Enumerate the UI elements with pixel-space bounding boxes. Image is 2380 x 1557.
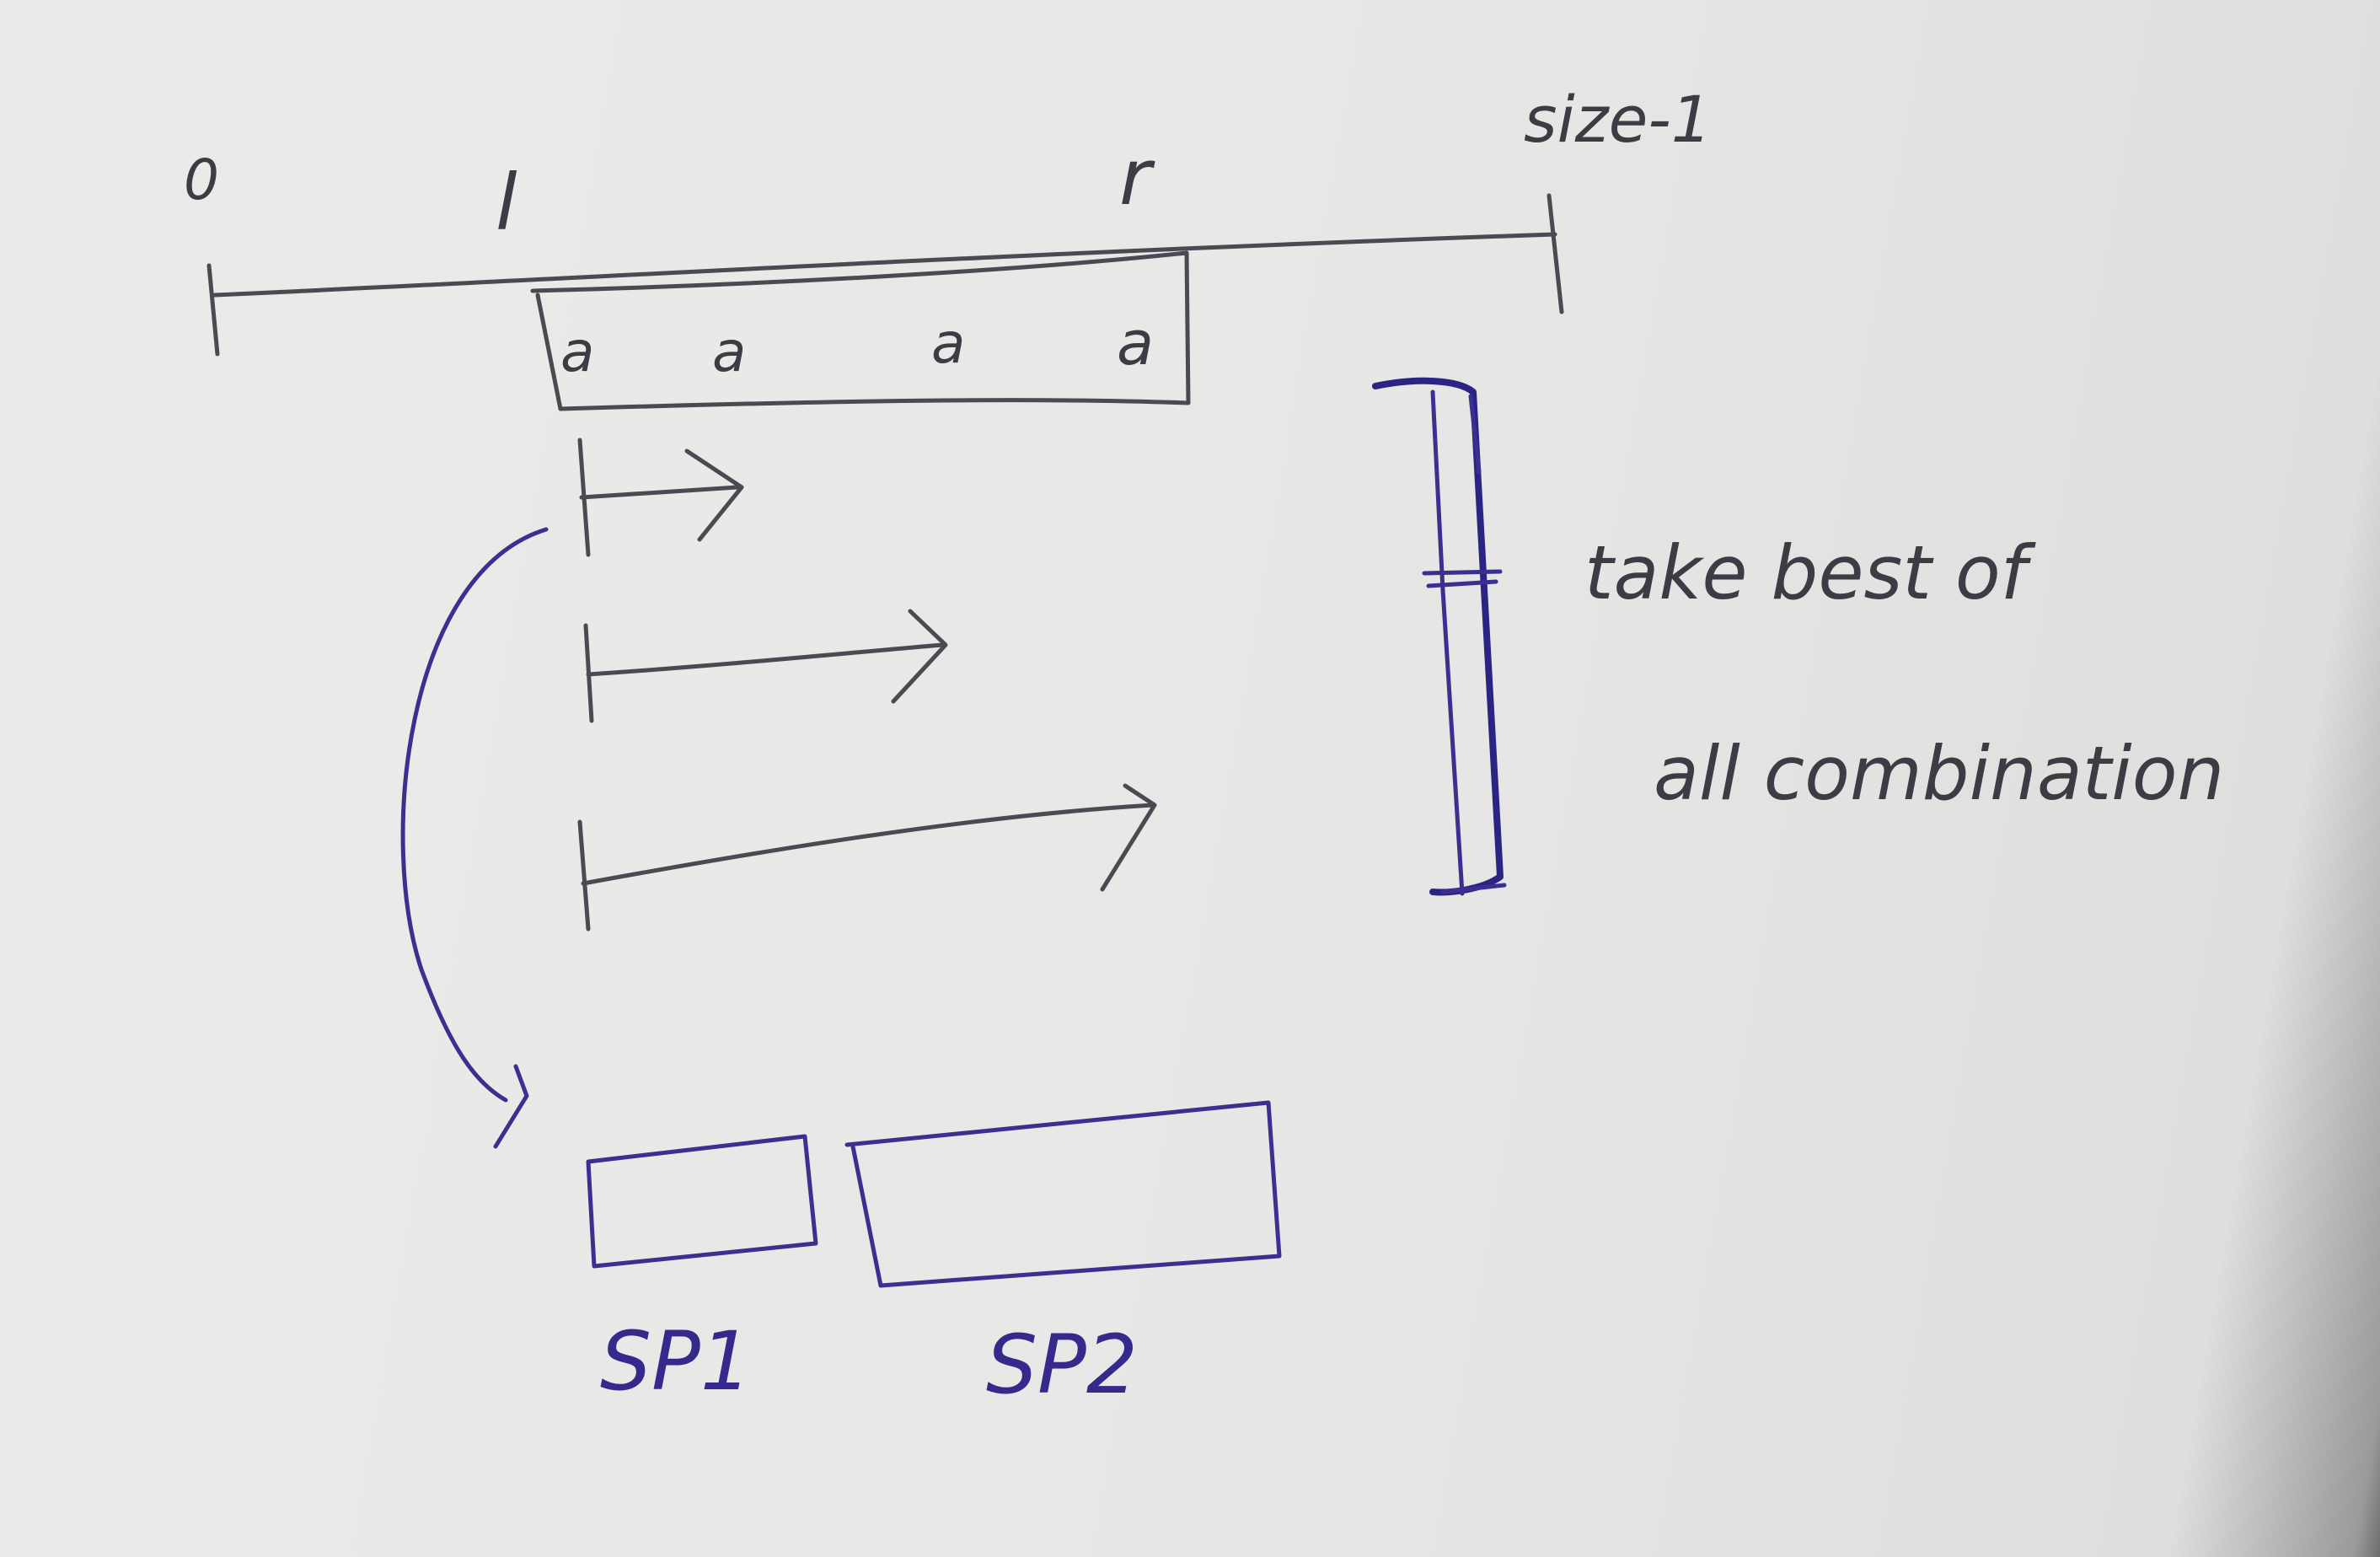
- left-label: l: [496, 158, 517, 248]
- curved-arrow-to-subproblems: [400, 527, 549, 1149]
- right-label: r: [1119, 132, 1155, 223]
- subproblem-box-2: [844, 1100, 1282, 1288]
- subproblem-label-1: SP1: [600, 1314, 752, 1409]
- window-box: [530, 250, 1191, 411]
- subproblem-label-2: SP2: [986, 1318, 1138, 1412]
- window-cell-3: a: [931, 311, 965, 376]
- number-line: [206, 193, 1564, 357]
- window-cell-4: a: [1117, 308, 1154, 379]
- start-tick: [206, 263, 220, 357]
- combination-bracket: [1372, 377, 1507, 896]
- number-line-axis: [212, 232, 1557, 298]
- partition-arrow-2: [583, 609, 948, 723]
- window-cell-1: a: [560, 319, 594, 384]
- partition-arrow-1: [577, 438, 744, 557]
- end-tick: [1546, 193, 1564, 314]
- annotation-line-1: take best of: [1584, 529, 2037, 616]
- subproblem-box-1: [586, 1134, 818, 1269]
- window-cell-2: a: [712, 319, 746, 384]
- end-label: size-1: [1524, 82, 1712, 157]
- annotation-line-2: all combination: [1654, 730, 2224, 817]
- start-label: 0: [184, 148, 219, 212]
- partition-arrow-3: [577, 783, 1157, 932]
